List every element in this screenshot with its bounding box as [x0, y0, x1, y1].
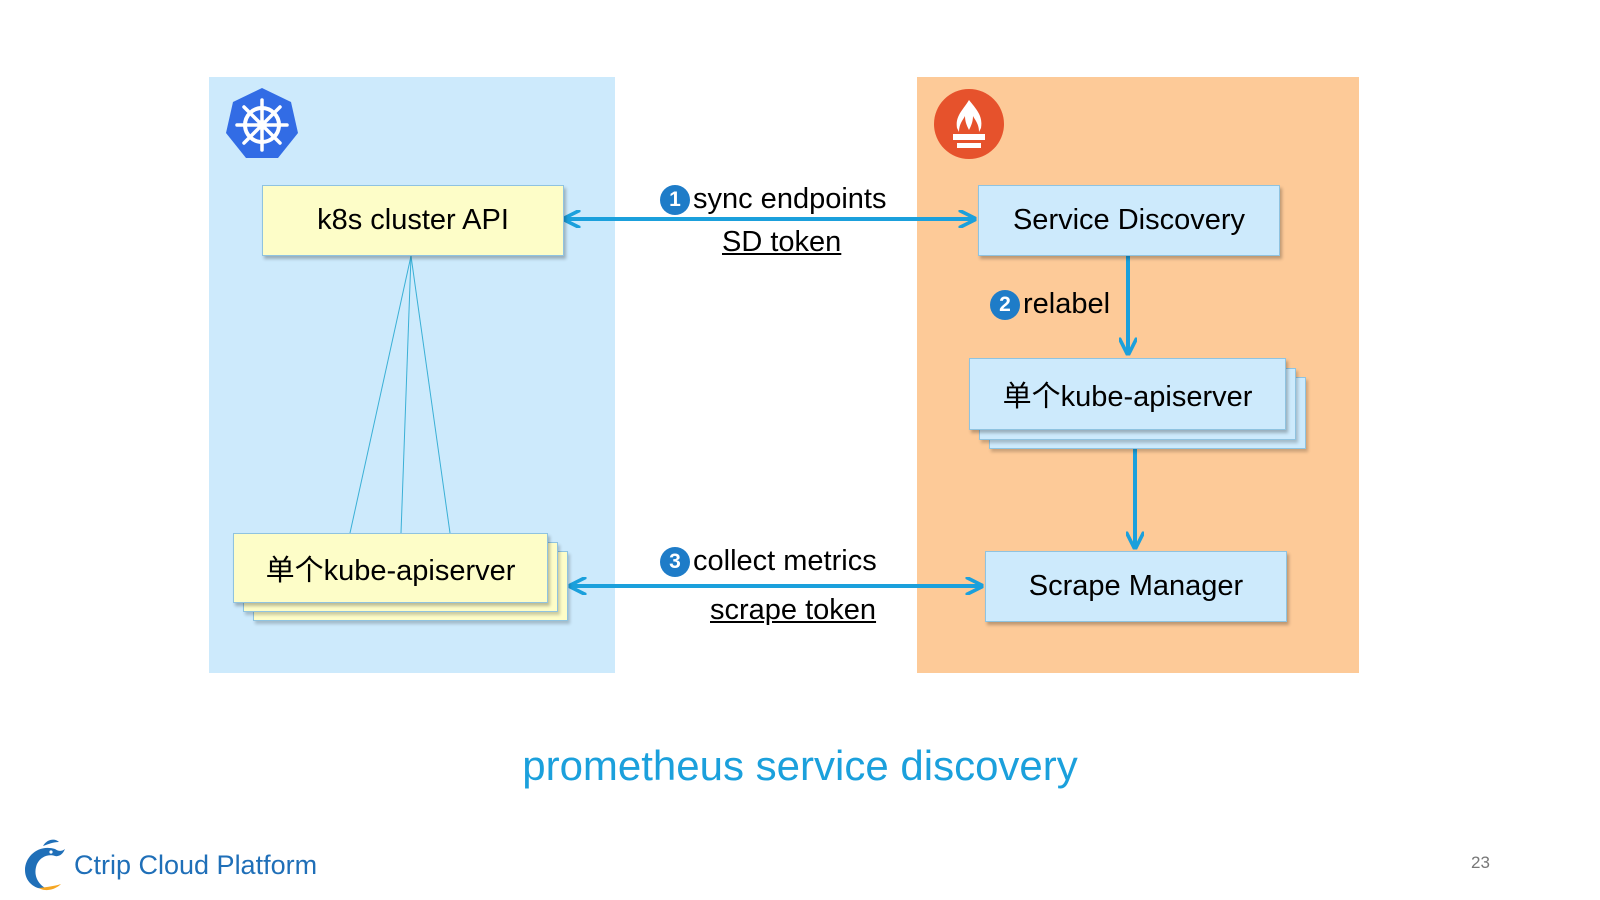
k8s-cluster-api-label: k8s cluster API: [317, 204, 509, 236]
apiserver-box-left: 单个kube-apiserver: [233, 533, 548, 603]
sync-endpoints-label: 1 sync endpoints: [660, 183, 886, 216]
service-discovery-label: Service Discovery: [1012, 204, 1246, 236]
relabel-text: relabel: [1023, 288, 1111, 320]
sd-token-label: SD token: [722, 226, 842, 258]
k8s-cluster-api-box: k8s cluster API: [262, 185, 564, 256]
footer-brand: Ctrip Cloud Platform: [74, 850, 318, 880]
relabel-label: 2 relabel: [990, 288, 1110, 321]
fan-line-middle: [400, 255, 412, 534]
sync-endpoints-text: sync endpoints: [693, 183, 887, 215]
apiserver-label-right: 单个kube-apiserver: [1002, 381, 1253, 413]
apiserver-label-left: 单个kube-apiserver: [265, 555, 516, 587]
step-1-badge: 1: [660, 184, 690, 215]
scrape-token-label: scrape token: [710, 594, 877, 626]
fan-line-right: [410, 255, 451, 534]
page-number: 23: [1471, 853, 1490, 872]
apiserver-box-right: 单个kube-apiserver: [969, 358, 1286, 430]
ctrip-dolphin-icon: [25, 839, 65, 891]
collect-metrics-label: 3 collect metrics: [660, 545, 877, 578]
diagram-caption: prometheus service discovery: [522, 742, 1078, 789]
step-2-badge: 2: [990, 289, 1020, 320]
collect-metrics-text: collect metrics: [693, 545, 877, 577]
scrape-manager-box: Scrape Manager: [985, 551, 1287, 622]
prometheus-torch-icon: [934, 89, 1004, 159]
service-discovery-box: Service Discovery: [978, 185, 1280, 256]
step-3-badge: 3: [660, 546, 690, 577]
scrape-manager-label: Scrape Manager: [1028, 570, 1244, 602]
kubernetes-helm-icon: [226, 88, 298, 158]
fan-line-left: [349, 255, 412, 534]
